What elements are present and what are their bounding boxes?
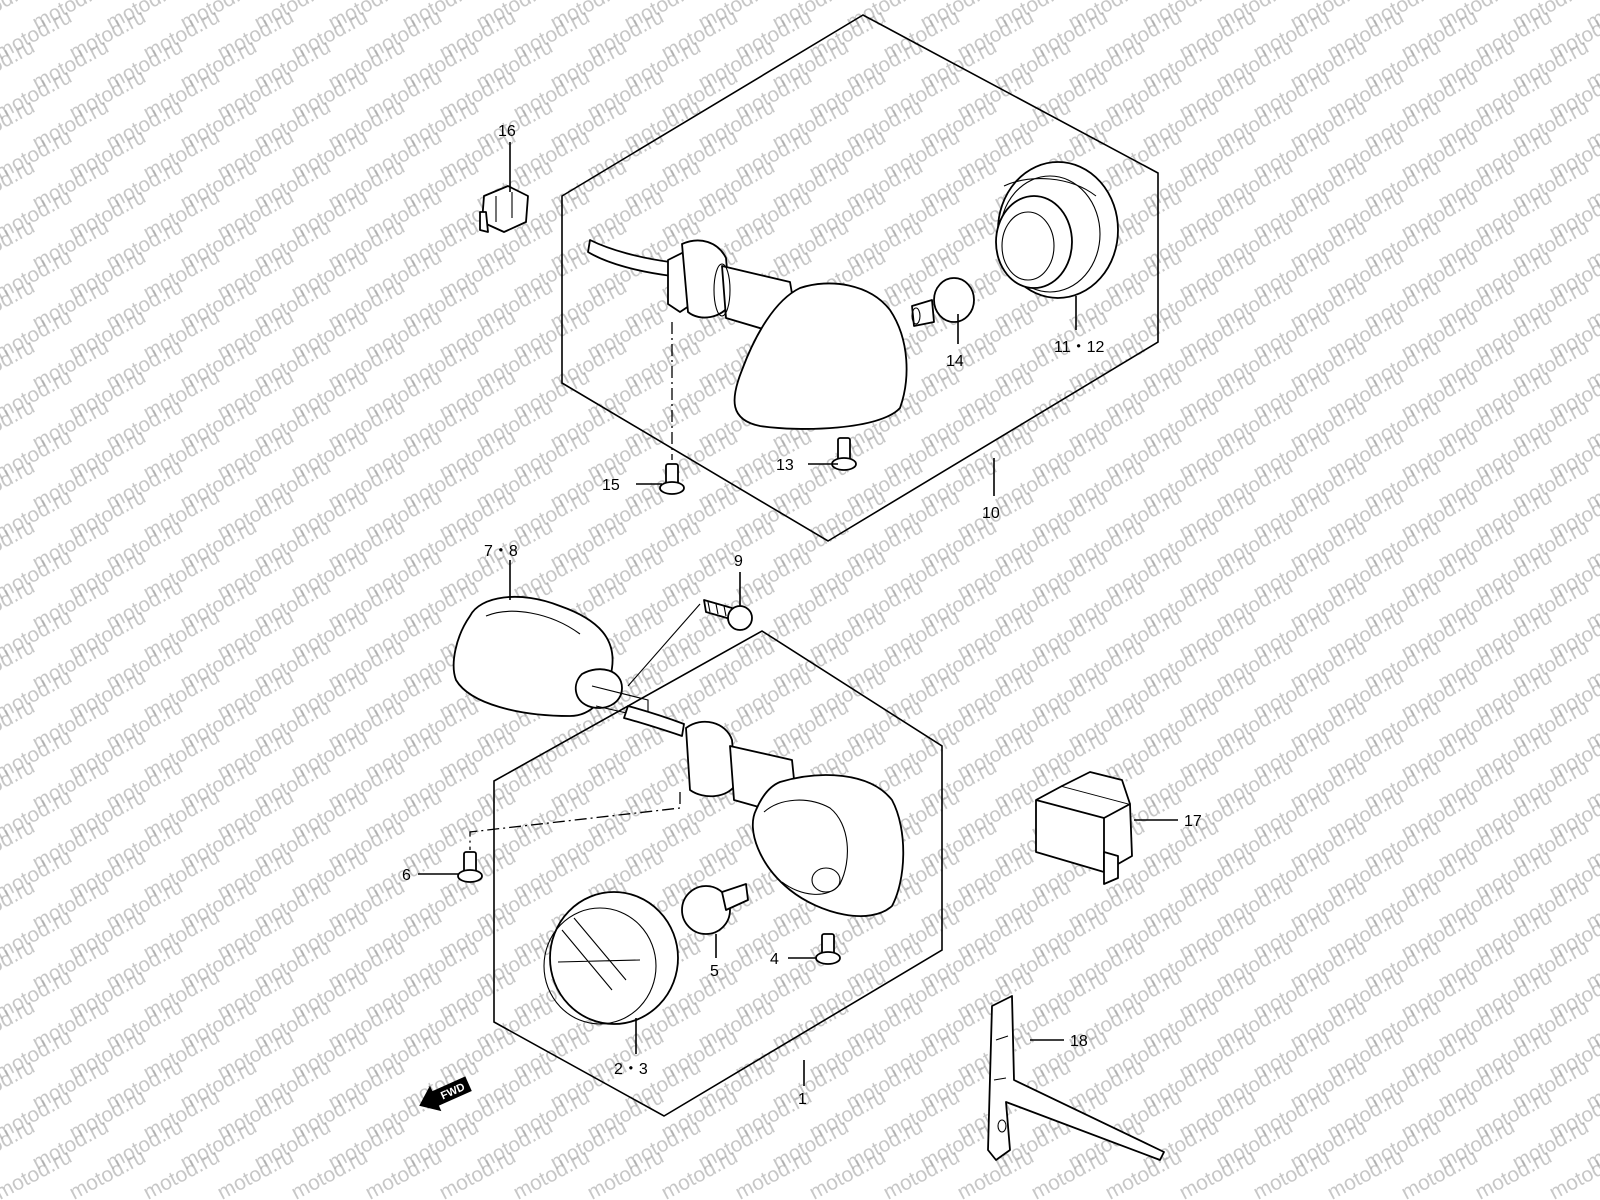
callout-17: 17 — [1184, 813, 1202, 830]
callout-18: 18 — [1070, 1033, 1088, 1050]
callout-7-8: 7・8 — [484, 543, 518, 560]
callout-6: 6 — [402, 867, 411, 884]
callout-11-12: 11・12 — [1054, 339, 1105, 356]
callout-15: 15 — [602, 477, 620, 494]
callout-13: 13 — [776, 457, 794, 474]
callout-16: 16 — [498, 123, 516, 140]
callout-4: 4 — [770, 951, 779, 968]
upper-lens — [995, 161, 1119, 299]
lower-holder — [685, 720, 737, 798]
callout-14: 14 — [946, 353, 964, 370]
callout-10: 10 — [982, 505, 1000, 522]
callout-5: 5 — [710, 963, 719, 980]
callout-2-3: 2・3 — [614, 1061, 648, 1078]
callout-1: 1 — [798, 1091, 807, 1108]
callout-9: 9 — [734, 553, 743, 570]
